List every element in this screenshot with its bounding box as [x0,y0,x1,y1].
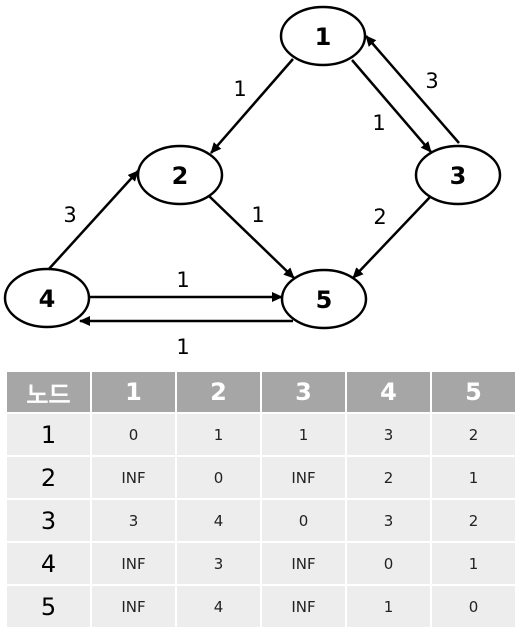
edge-5-to-4-weight: 1 [176,335,189,359]
node-5: 5 [280,268,368,330]
edge-1-to-2 [210,58,294,154]
edge-3-to-5 [352,195,432,279]
node-1: 1 [279,5,367,67]
table-header-row: 노드 1 2 3 4 5 [7,372,515,412]
row-header: 2 [7,457,90,498]
node-2: 2 [136,144,224,206]
row-header: 1 [7,414,90,455]
node-4: 4 [3,267,91,329]
node-1-label: 1 [315,23,332,51]
table-cell: 2 [432,414,515,455]
table-row: 1 0 1 1 3 2 [7,414,515,455]
table-row: 3 3 4 0 3 2 [7,500,515,541]
table-cell: 0 [177,457,260,498]
column-header: 1 [92,372,175,412]
table-cell: 1 [177,414,260,455]
edge-2-to-5-weight: 1 [251,203,264,227]
table-cell: 2 [432,500,515,541]
table-cell: INF [92,457,175,498]
edge-4-to-5-weight: 1 [176,268,189,292]
table-cell: INF [262,586,345,627]
table-cell: 2 [347,457,430,498]
edge-1-to-3-weight: 1 [372,111,385,135]
table-cell: 3 [92,500,175,541]
table-cell: 1 [347,586,430,627]
edge-4-to-2 [47,170,139,271]
node-3: 3 [414,144,502,206]
table-cell: 1 [262,414,345,455]
table-cell: 0 [92,414,175,455]
node-2-label: 2 [172,162,189,190]
table-cell: INF [92,543,175,584]
table-corner-header: 노드 [7,372,90,412]
row-header: 5 [7,586,90,627]
edge-3-to-1 [365,35,460,144]
edge-3-to-1-weight: 3 [425,69,438,93]
table-cell: 3 [347,500,430,541]
table-cell: 4 [177,586,260,627]
table-row: 4 INF 3 INF 0 1 [7,543,515,584]
table-cell: 4 [177,500,260,541]
table-row: 5 INF 4 INF 1 0 [7,586,515,627]
table-cell: 0 [262,500,345,541]
table-cell: INF [262,543,345,584]
table-cell: 3 [177,543,260,584]
table-cell: 3 [347,414,430,455]
node-3-label: 3 [450,162,467,190]
edge-4-to-2-weight: 3 [63,203,76,227]
edge-1-to-2-weight: 1 [233,77,246,101]
column-header: 4 [347,372,430,412]
column-header: 5 [432,372,515,412]
distance-table: 노드 1 2 3 4 5 1 0 1 1 3 2 2 INF 0 INF 2 1… [5,370,517,629]
node-4-label: 4 [39,285,56,313]
table-cell: 1 [432,457,515,498]
edge-3-to-5-weight: 2 [373,205,386,229]
row-header: 4 [7,543,90,584]
edge-2-to-5 [208,195,295,279]
table-cell: 1 [432,543,515,584]
table-cell: 0 [347,543,430,584]
table-row: 2 INF 0 INF 2 1 [7,457,515,498]
node-5-label: 5 [316,286,333,314]
column-header: 3 [262,372,345,412]
row-header: 3 [7,500,90,541]
edge-1-to-3 [351,59,432,153]
table-cell: INF [262,457,345,498]
column-header: 2 [177,372,260,412]
table-cell: 0 [432,586,515,627]
table-cell: INF [92,586,175,627]
weighted-graph-diagram: 1 1 3 1 2 3 1 1 1 2 3 4 5 [3,5,502,359]
